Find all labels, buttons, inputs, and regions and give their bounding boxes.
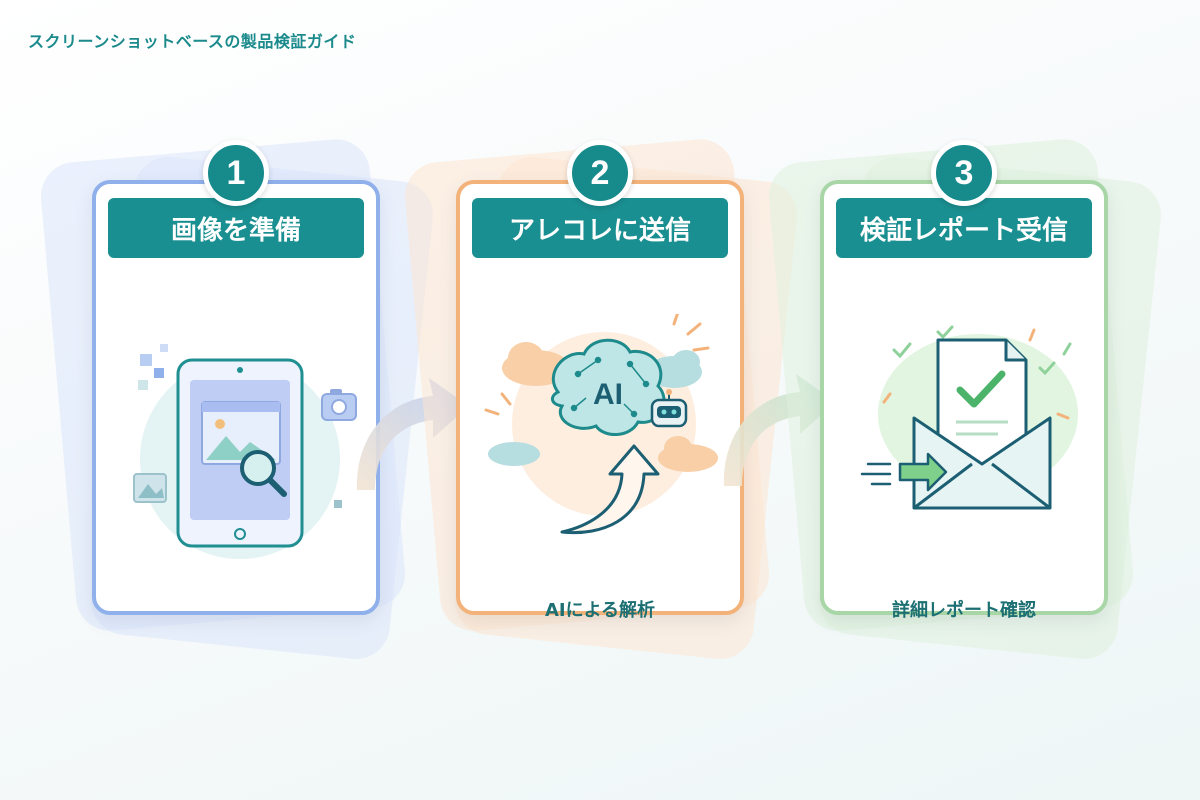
envelope-icon bbox=[912, 416, 1052, 510]
magnifier-icon bbox=[240, 450, 287, 497]
step-3-caption: 詳細レポート確認 bbox=[892, 600, 1036, 621]
step-3: 詳細レポート確認 3 検証レポート受信 bbox=[766, 136, 1165, 663]
image-icon bbox=[133, 473, 167, 503]
tablet-icon bbox=[176, 358, 304, 548]
send-arrow-icon bbox=[860, 452, 948, 492]
camera-icon bbox=[321, 389, 357, 421]
step-1-illustration bbox=[110, 334, 370, 584]
step-2-title: アレコレに送信 bbox=[472, 198, 728, 258]
upload-arrow-icon bbox=[560, 444, 660, 535]
step-2: AI AIによる解析 2 アレコレに送信 bbox=[402, 136, 801, 663]
step-2-caption: AIによる解析 bbox=[544, 600, 656, 621]
document-check-icon bbox=[936, 338, 1028, 466]
step-1-number-badge: 1 bbox=[203, 140, 269, 206]
step-3-illustration bbox=[838, 314, 1098, 564]
step-2-illustration: AI bbox=[474, 310, 734, 564]
step-1: 1 画像を準備 bbox=[38, 136, 437, 663]
step-3-number-badge: 3 bbox=[931, 140, 997, 206]
robot-icon bbox=[650, 389, 688, 428]
brain-ai-icon: AI bbox=[551, 338, 666, 436]
step-3-title: 検証レポート受信 bbox=[836, 198, 1092, 258]
step-2-number-badge: 2 bbox=[567, 140, 633, 206]
page-title: スクリーンショットベースの製品検証ガイド bbox=[28, 32, 357, 51]
step-1-title: 画像を準備 bbox=[108, 198, 364, 258]
ai-label: AI bbox=[593, 378, 623, 411]
